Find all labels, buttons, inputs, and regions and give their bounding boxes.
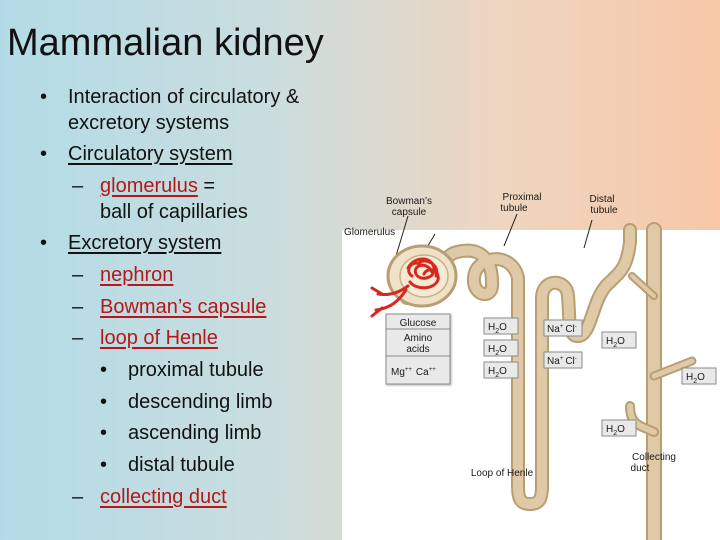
bullet-item: ball of capillaries	[100, 201, 248, 224]
nephron-tubule	[400, 222, 697, 540]
bullet-text: Interaction of circulatory &	[68, 86, 300, 108]
bullet-text: excretory systems	[68, 112, 230, 134]
svg-text:H2O: H2O	[686, 372, 705, 385]
bullet-marker: •	[40, 232, 48, 254]
sodium-chloride-box-2: Na+Cl-	[543, 351, 583, 369]
nephron-diagram: Bowman’s capsule Proximal tubule Distal …	[342, 192, 720, 540]
bullet-item: • descending limb	[100, 391, 273, 414]
bullet-marker: –	[72, 327, 84, 349]
bullet-item: –collecting duct	[72, 486, 227, 509]
bullet-item: • ascending limb	[100, 422, 262, 445]
svg-text:Na+Cl-: Na+Cl-	[547, 324, 577, 335]
bullet-link-bowmans-capsule[interactable]: Bowman’s capsule	[100, 296, 267, 318]
bullet-item: –loop of Henle	[72, 327, 218, 350]
svg-text:Na+Cl-: Na+Cl-	[547, 356, 577, 367]
svg-text:H2O: H2O	[488, 344, 507, 357]
svg-text:H2O: H2O	[488, 322, 507, 335]
sodium-chloride-box-1: Na+Cl-	[543, 319, 583, 337]
bowmans-capsule	[386, 244, 458, 308]
bullet-item: –Bowman’s capsule	[72, 296, 267, 319]
box-amino-acids-2: acids	[406, 344, 429, 355]
bullet-item: • distal tubule	[100, 454, 235, 477]
label-distal-tubule: Distal	[589, 194, 614, 205]
box-glucose: Glucose	[400, 318, 437, 329]
box-amino-acids: Amino	[404, 333, 433, 344]
bullet-marker: –	[72, 264, 84, 286]
bullet-text: ball of capillaries	[100, 201, 248, 223]
bullet-marker: –	[72, 175, 84, 197]
solute-box	[385, 313, 451, 385]
svg-text:H2O: H2O	[488, 366, 507, 379]
bullet-text: distal tubule	[128, 454, 235, 476]
label-glomerulus: Glomerulus	[344, 227, 395, 238]
bullet-item: –glomerulus =	[72, 175, 216, 198]
bullet-marker: •	[40, 143, 48, 165]
bullet-link-nephron[interactable]: nephron	[100, 264, 174, 286]
bullet-marker: –	[72, 486, 84, 508]
bullet-text: ascending limb	[128, 422, 262, 444]
bullet-item: • Excretory system	[40, 232, 222, 255]
label-bowmans-capsule: Bowman’s	[386, 196, 432, 207]
water-box-2: H2O	[483, 339, 519, 357]
label-proximal-tubule: Proximal	[503, 192, 542, 203]
bullet-text: =	[197, 175, 216, 197]
water-box-4: H2O	[601, 331, 637, 349]
glomerulus-capillaries	[370, 257, 440, 318]
bullet-link-collecting-duct[interactable]: collecting duct	[100, 486, 227, 508]
bullet-text: Circulatory system	[68, 143, 233, 165]
bullet-link-loop-of-henle[interactable]: loop of Henle	[100, 327, 218, 349]
svg-text:H2O: H2O	[606, 336, 625, 349]
bullet-text: proximal tubule	[128, 359, 264, 381]
bullet-text: descending limb	[128, 391, 273, 413]
label-loop-of-henle: Loop of Henle	[471, 468, 534, 479]
svg-text:H2O: H2O	[606, 424, 625, 437]
water-box-3: H2O	[483, 361, 519, 379]
tubule-fill	[402, 225, 635, 509]
bullet-item: excretory systems	[68, 112, 229, 135]
label-bowmans-capsule-2: capsule	[392, 207, 427, 218]
water-box-6: H2O	[601, 419, 637, 437]
label-collecting-duct-2: duct	[631, 463, 650, 474]
bullet-text: Excretory system	[68, 232, 222, 254]
bullet-marker: •	[100, 359, 108, 381]
label-proximal-tubule-2: tubule	[500, 203, 528, 214]
label-distal-tubule-2: tubule	[590, 205, 618, 216]
bullet-marker: •	[100, 391, 108, 413]
bullet-marker: •	[100, 422, 108, 444]
slide-title: Mammalian kidney	[7, 22, 324, 64]
bullet-marker: •	[40, 86, 48, 108]
bullet-marker: •	[100, 454, 108, 476]
label-collecting-duct: Collecting	[632, 452, 676, 463]
bullet-link-glomerulus[interactable]: glomerulus	[100, 175, 198, 197]
connecting-tubule-fill	[627, 403, 657, 435]
bullet-item: • Interaction of circulatory &	[40, 86, 300, 109]
water-box-5: H2O	[681, 367, 717, 385]
box-mg-ca: Mg++Ca++	[391, 367, 436, 378]
bullet-item: –nephron	[72, 264, 174, 287]
water-box-1: H2O	[483, 317, 519, 335]
bullet-marker: –	[72, 296, 84, 318]
bullet-item: • proximal tubule	[100, 359, 264, 382]
bullet-item: • Circulatory system	[40, 143, 233, 166]
